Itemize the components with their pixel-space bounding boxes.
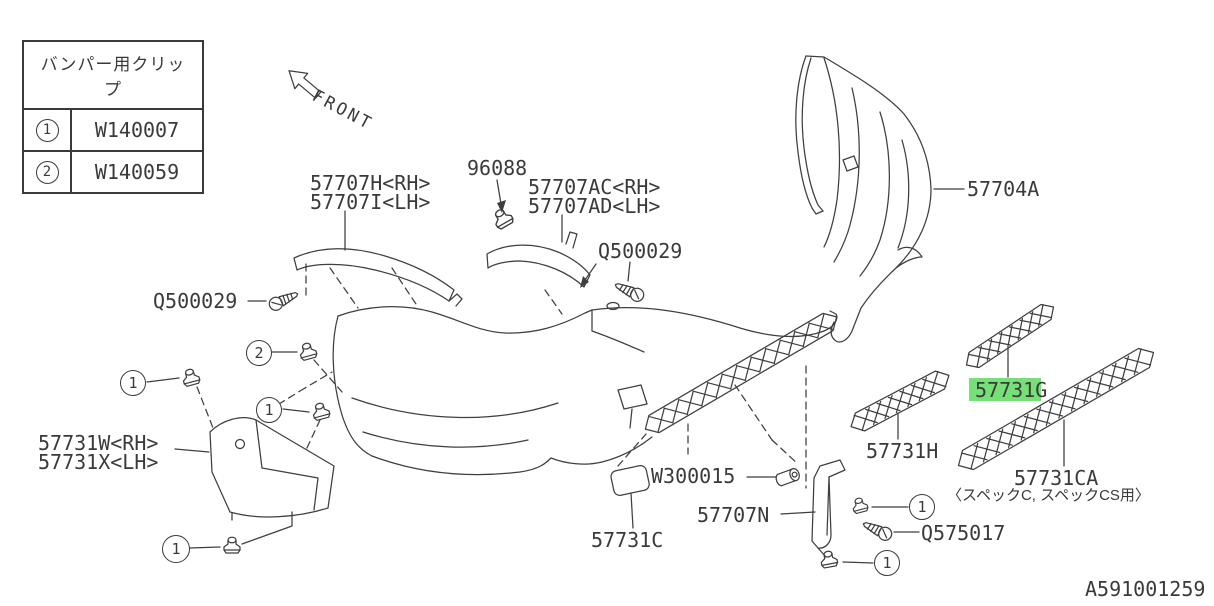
grille-57731g-drawing — [965, 303, 1055, 369]
table-row: 2 W140059 — [22, 150, 204, 194]
clip-bottom-icon — [818, 549, 874, 569]
bumper-face-57704a-drawing — [795, 55, 965, 343]
clip-reference-table: バンパー用クリップ 1 W140007 2 W140059 — [22, 40, 204, 194]
cover-57731c-drawing — [610, 465, 650, 529]
label-57707ac-rh: 57707AC<RH> — [528, 175, 661, 199]
callout-1: 1 — [120, 370, 146, 396]
callout-1: 1 — [909, 494, 935, 520]
label-57731c: 57731C — [591, 528, 664, 552]
label-57707ad-lh: 57707AD<LH> — [528, 194, 661, 218]
callout-2: 2 — [246, 340, 272, 366]
diagram-number: A591001259 — [1085, 577, 1206, 601]
label-57731w-rh: 57731W<RH> — [38, 431, 159, 455]
front-arrow-icon — [288, 70, 322, 99]
fastener-icon — [850, 495, 909, 515]
label-57731x-lh: 57731X<LH> — [38, 450, 159, 474]
guard-57731w-drawing — [174, 371, 335, 545]
label-q575017: Q575017 — [921, 521, 1006, 545]
callout-1: 1 — [874, 550, 900, 576]
label-57731ca: 57731CA — [1014, 466, 1099, 490]
rail-57707h-drawing — [293, 210, 463, 309]
bracket-57707ac-drawing — [486, 214, 597, 315]
label-57707i-lh: 57707I<LH> — [310, 190, 431, 214]
label-57707n: 57707N — [697, 503, 770, 527]
clip-table-header: バンパー用クリップ — [22, 40, 204, 110]
label-96088: 96088 — [467, 156, 528, 180]
grille-57731ca-drawing — [957, 347, 1155, 471]
table-row: 1 W140007 — [22, 108, 204, 152]
label-57704a: 57704A — [967, 177, 1040, 201]
label-spec-note: 〈スペックC, スペックCS用〉 — [947, 487, 1150, 504]
label-57707h-rh: 57707H<RH> — [310, 171, 431, 195]
bumper-lower-drawing — [332, 301, 838, 489]
label-57731g-highlighted: 57731G — [975, 378, 1048, 402]
callout-1: 1 — [162, 535, 190, 563]
part-number-w140007: W140007 — [70, 108, 204, 152]
nut-w300015-icon — [746, 467, 800, 487]
label-q500029-left: Q500029 — [153, 289, 238, 313]
screw-q500029-right-icon — [612, 261, 647, 305]
clip-icons — [146, 340, 343, 554]
part-number-w140059: W140059 — [70, 150, 204, 194]
label-q500029-right: Q500029 — [598, 239, 683, 263]
highlight-57731g — [969, 378, 1041, 401]
screw-96088-icon — [489, 179, 516, 231]
grille-57731h-drawing — [850, 370, 950, 432]
screw-q575017-icon — [860, 517, 920, 544]
bumper-vent-strip — [644, 312, 838, 434]
bracket-57707n-drawing — [780, 459, 846, 558]
label-57731h: 57731H — [866, 439, 939, 463]
callout-1: 1 — [256, 397, 282, 423]
circled-number-2: 2 — [35, 160, 59, 184]
screw-q500029-left-icon — [247, 287, 301, 314]
circled-number-1: 1 — [35, 118, 59, 142]
label-w300015: W300015 — [651, 464, 736, 488]
